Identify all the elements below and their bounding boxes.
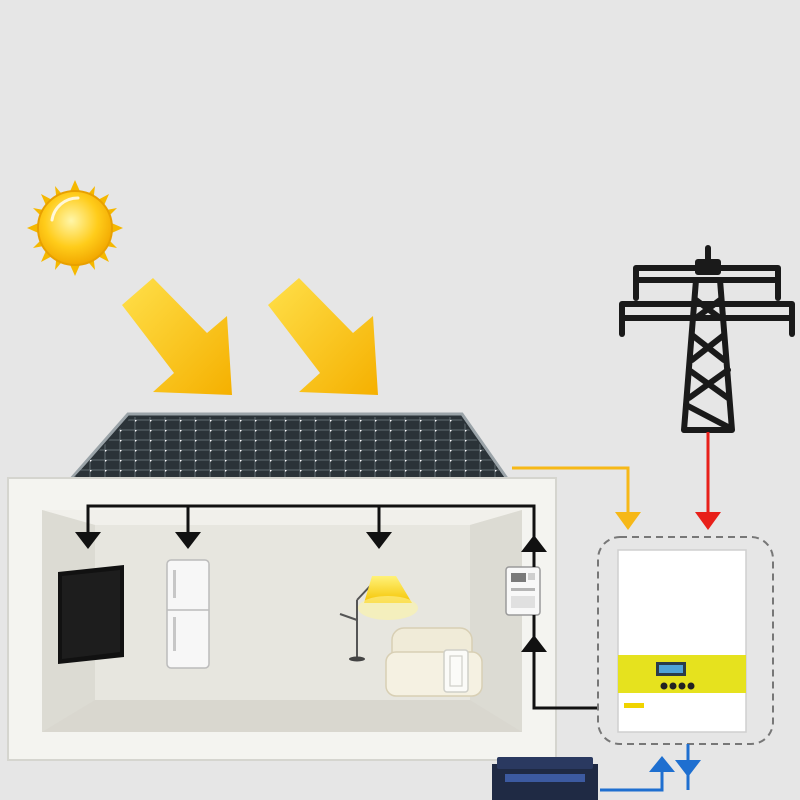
inverter-icon (597, 536, 774, 745)
sofa-icon (385, 627, 483, 697)
battery-line (600, 744, 701, 792)
meter-icon (505, 566, 541, 616)
sun-icon (27, 180, 123, 276)
lamp-icon (339, 576, 418, 662)
tv-icon (58, 565, 124, 664)
power-pylon-icon (619, 245, 795, 433)
meter-arrow-up (521, 535, 547, 552)
pv-line (512, 466, 641, 530)
solar-panel (66, 412, 511, 482)
grid-line (695, 432, 721, 530)
sunlight-arrow-icon (268, 278, 378, 395)
fridge-icon (166, 559, 210, 669)
battery-icon (492, 757, 598, 800)
load-arrow-fridge (175, 532, 201, 549)
load-arrow-lamp (366, 532, 392, 549)
inverter-arrow-up (521, 635, 547, 652)
sunlight-arrow-icon (122, 278, 232, 395)
load-arrow-tv (75, 532, 101, 549)
